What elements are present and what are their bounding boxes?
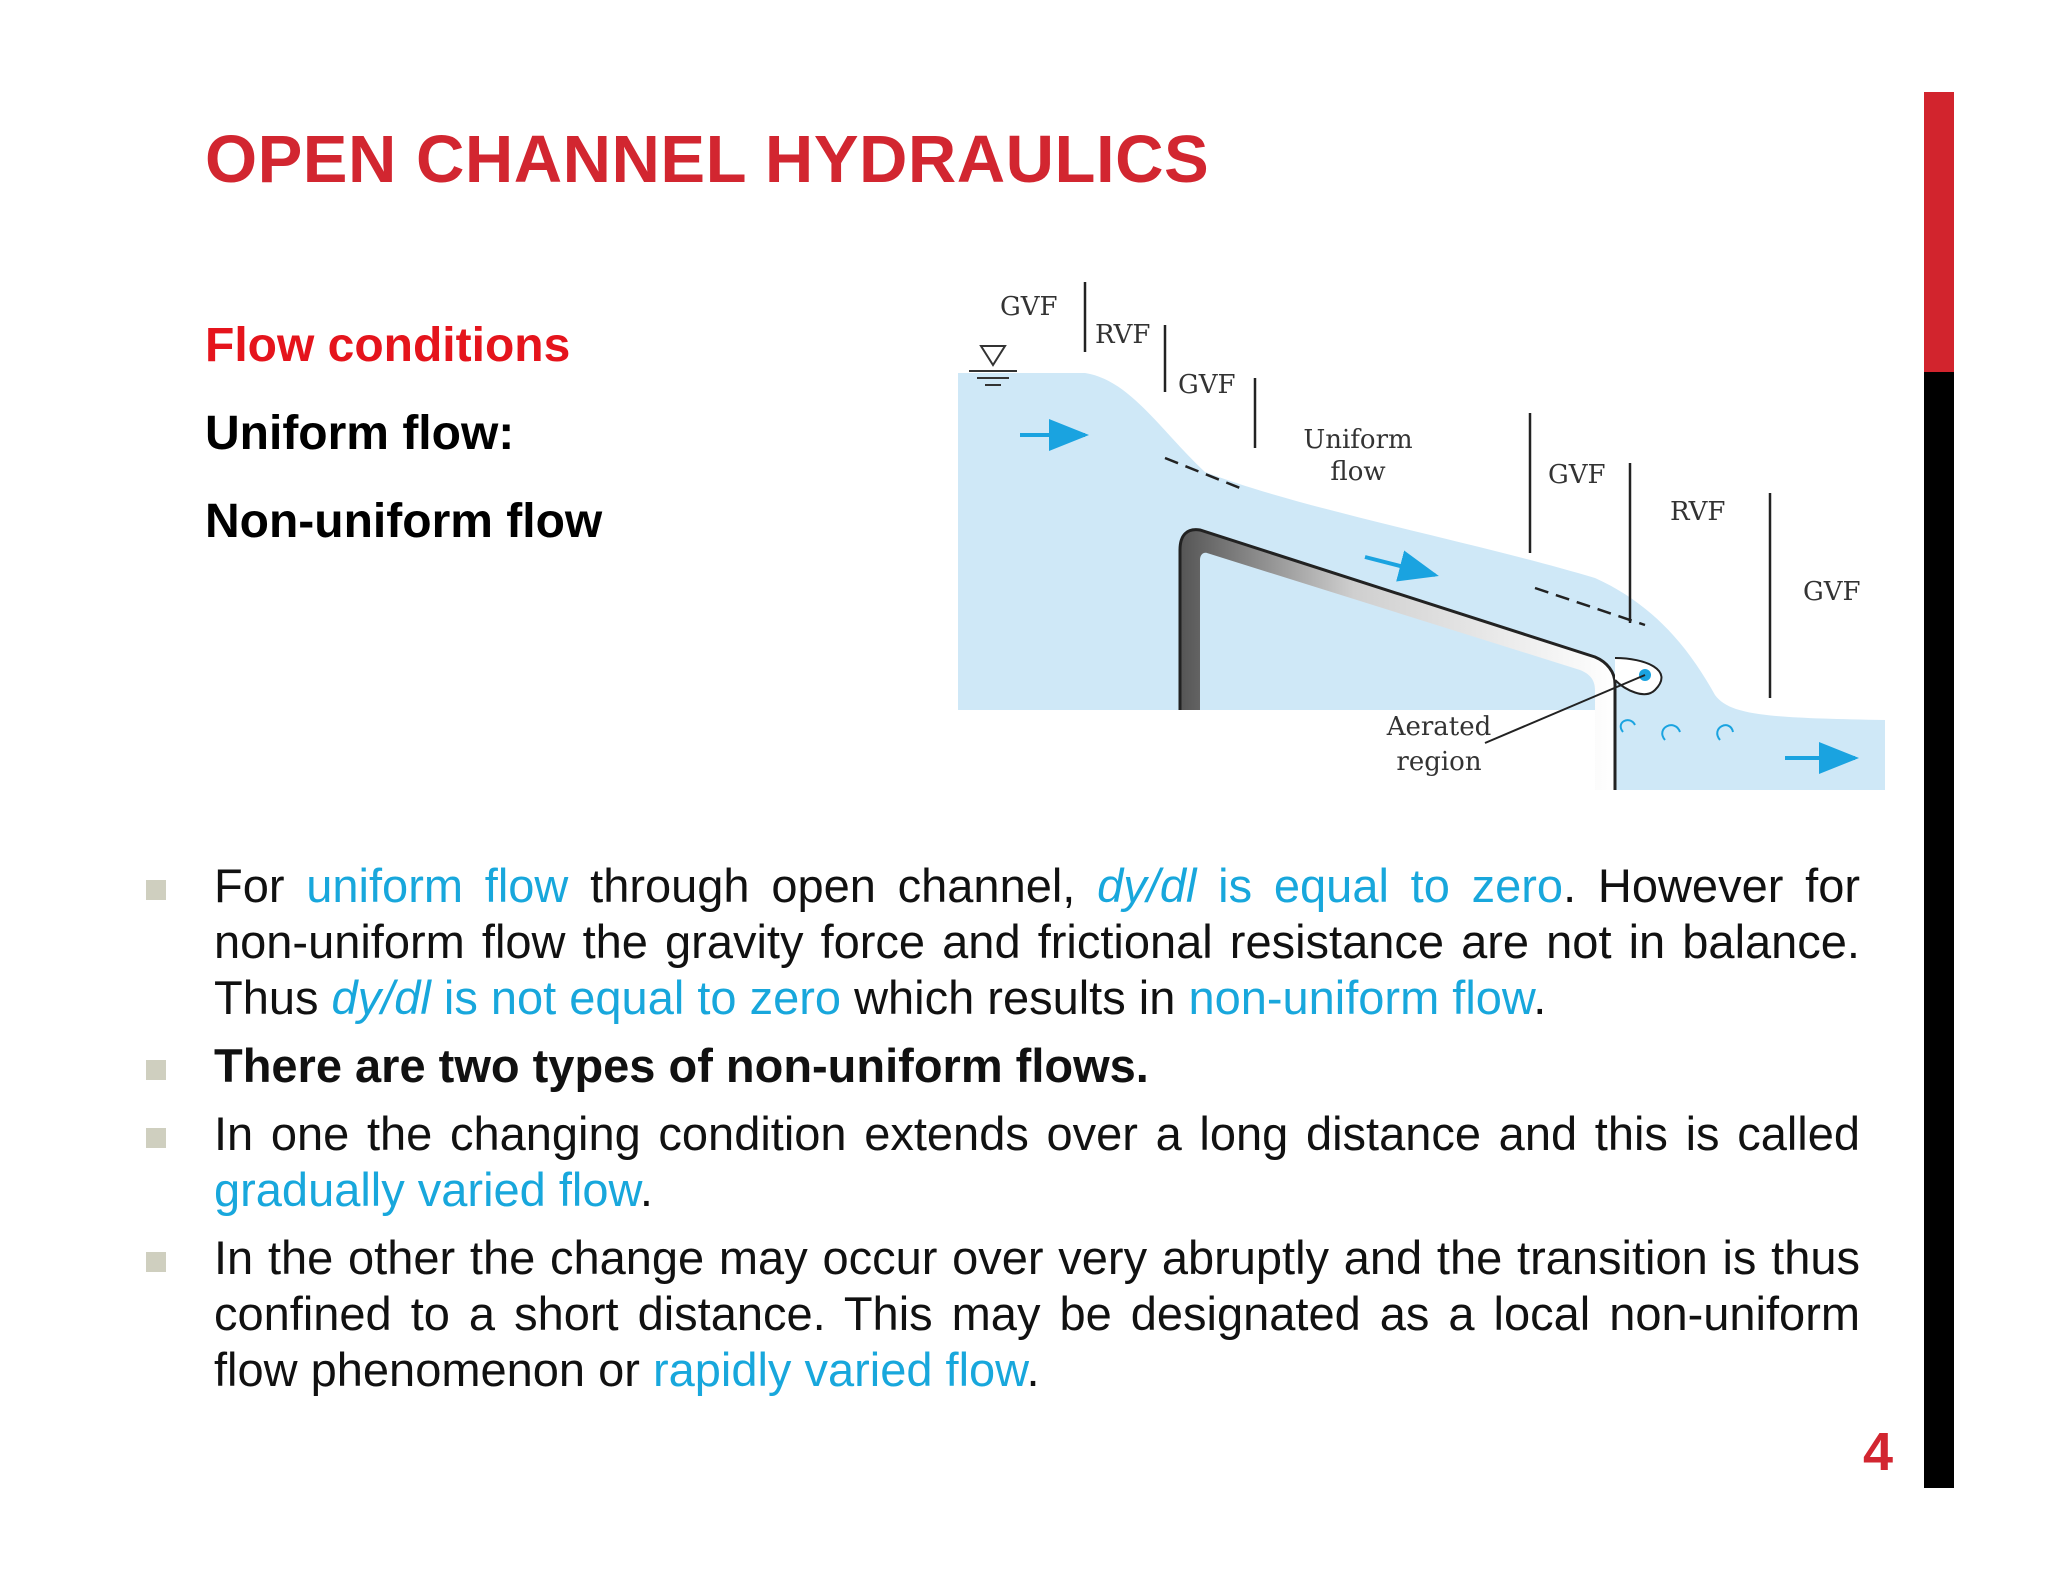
- diagram-label-gvf: GVF: [1000, 292, 1058, 322]
- diagram-label-uniform: Uniform: [1303, 425, 1412, 455]
- bullet-list: For uniform flow through open channel, d…: [140, 858, 1860, 1398]
- diagram-label-rvf: RVF: [1095, 320, 1150, 350]
- flow-arrow: [1364, 550, 1439, 582]
- bullet-item: For uniform flow through open channel, d…: [140, 858, 1860, 1026]
- bullet-item: In one the changing condition extends ov…: [140, 1106, 1860, 1218]
- channel-structure: [1180, 529, 1615, 790]
- uniform-flow-heading: Uniform flow:: [205, 407, 515, 460]
- bullet-square-icon: [146, 1060, 166, 1080]
- bullet-square-icon: [146, 1128, 166, 1148]
- bullet-square-icon: [146, 1252, 166, 1272]
- bullet-item: There are two types of non-uniform flows…: [140, 1038, 1860, 1094]
- diagram-label-aerated: Aerated: [1386, 712, 1492, 742]
- diagram-label-region: region: [1396, 747, 1481, 777]
- diagram-label-flow: flow: [1330, 457, 1385, 487]
- bullet-item: In the other the change may occur over v…: [140, 1230, 1860, 1398]
- side-accent-bar-red: [1924, 92, 1954, 372]
- water-surface-symbol: [979, 345, 1007, 367]
- page-number: 4: [1863, 1422, 1894, 1482]
- slide-title: OPEN CHANNEL HYDRAULICS: [205, 122, 1210, 197]
- bullet-square-icon: [146, 880, 166, 900]
- non-uniform-flow-heading: Non-uniform flow: [205, 495, 603, 548]
- side-accent-bar-black: [1924, 372, 1954, 1488]
- diagram-label-rvf: RVF: [1670, 497, 1725, 527]
- flow-diagram: GVF RVF GVF Uniform flow GVF RVF GVF Aer…: [958, 282, 1885, 790]
- diagram-label-gvf: GVF: [1178, 370, 1236, 400]
- diagram-label-gvf: GVF: [1803, 577, 1861, 607]
- diagram-label-gvf: GVF: [1548, 460, 1606, 490]
- flow-conditions-heading: Flow conditions: [205, 319, 571, 372]
